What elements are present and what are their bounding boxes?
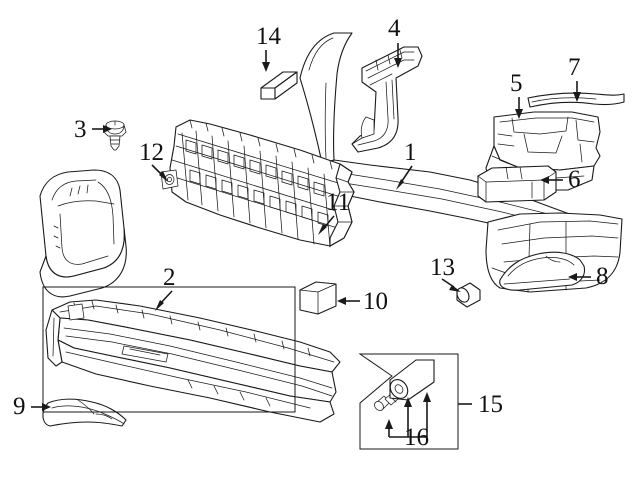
part-6-bumper-end-cap (477, 165, 557, 203)
part-2-lower-valance (45, 299, 341, 423)
callout-label-4: 4 (388, 15, 401, 42)
leader-lines (31, 43, 591, 438)
part-14-rectangular-bar-spacer (260, 71, 298, 100)
callout-label-10: 10 (363, 288, 388, 315)
callout-label-3: 3 (74, 116, 87, 143)
callout-label-5: 5 (510, 70, 523, 97)
callout-label-1: 1 (404, 139, 417, 166)
callout-label-9: 9 (13, 393, 26, 420)
callout-box-hardware-kit (358, 353, 459, 450)
callout-label-7: 7 (568, 54, 581, 81)
part-9-lower-corner-trim (42, 398, 127, 427)
callout-label-14: 14 (256, 23, 281, 50)
part-10-absorber-end-block (299, 281, 337, 315)
callout-label-13: 13 (430, 254, 455, 281)
callout-label-8: 8 (596, 263, 609, 290)
part-3-push-pin-clip (103, 120, 127, 151)
callout-label-11: 11 (326, 189, 351, 216)
callout-label-12: 12 (139, 139, 164, 166)
callout-label-6: 6 (568, 166, 581, 193)
part-4-side-support-bracket (351, 46, 423, 153)
part-12-nut-plate-grommet (160, 169, 179, 190)
part-13-cylindrical-bushing (456, 282, 481, 308)
callout-label-2: 2 (163, 264, 176, 291)
part-11-energy-absorber (169, 119, 355, 248)
callout-label-16: 16 (404, 424, 429, 451)
callout-label-15: 15 (478, 391, 503, 418)
callout-box-lower-valance (42, 286, 296, 413)
part-8-side-reflector-trim (499, 251, 586, 291)
part-16-sleeve-bushing (389, 359, 435, 401)
